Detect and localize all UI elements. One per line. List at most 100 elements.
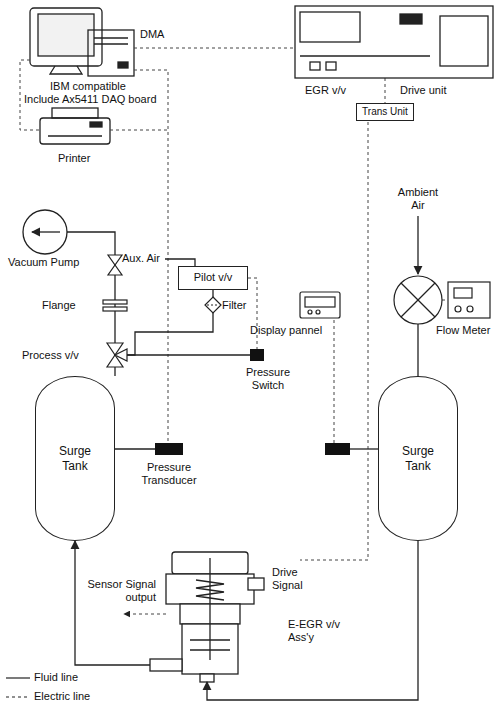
display-panel-part [305,297,335,307]
printer-part [40,118,110,144]
part-label: Aux. Air [122,252,160,265]
legend-samples [6,678,30,697]
electric-lines-part [110,130,168,131]
process-valve-part [115,349,127,361]
part-label: IBM compatible [50,80,126,93]
vacuum-pump-part [23,210,67,254]
sensor-signal-arrow [124,614,166,615]
computer-part [38,14,94,56]
legend-entry: Fluid line [34,671,78,683]
surge-tank: Surge Tank [378,376,458,541]
egr-valve-part [248,578,264,590]
flange-part [103,307,127,311]
legend-text: Electric line [34,690,90,702]
node-label: Surge Tank [53,444,97,473]
part-label: Pressure Switch [240,366,296,392]
flow-meter-part [448,282,490,318]
node-label: Trans Unit [362,106,408,118]
filter-part [205,297,221,313]
flow-meter-part [454,288,472,298]
hand-valve [108,255,122,275]
egr-valve-part [190,640,230,650]
fluid-lines-part [417,216,418,274]
fluid-line [207,541,418,700]
node-label: E-EGR v/v Ass'y [288,618,354,644]
printer-part [48,135,102,136]
egr-valve-part [150,659,182,671]
egr-valve-part [200,674,214,682]
flow-meter-part [455,306,461,312]
electric-lines-part [385,78,386,103]
filter [205,297,221,313]
display-panel-part [316,310,320,314]
fluid-lines-part [127,313,213,355]
drive-unit-part [400,14,422,24]
part-label: Drive Signal [272,566,316,592]
printer [40,108,110,144]
node-label: Pilot v/v [194,271,233,284]
legend-samples-part [6,677,30,678]
printer-part [52,108,98,118]
drive-unit [295,6,493,78]
flange-part [103,300,127,304]
computer-part [118,62,128,68]
flow-meter-part [401,283,435,317]
part-label: Ambient Air [393,186,443,212]
process-valve [107,343,127,367]
computer-part [94,37,128,38]
vacuum-pump [23,210,67,254]
surge-tank: Surge Tank [35,376,115,541]
valve-box: Pilot v/v [178,266,248,290]
hand-valve-part [108,265,122,275]
fluid-lines-part [212,290,213,297]
part-label: Sensor Signal output [84,578,156,604]
sensor-boxes-part [250,349,264,361]
fluid-lines-part [115,448,155,449]
drive-unit-part [310,62,320,70]
egr-valve-assembly: E-EGR v/v Ass'y [150,552,360,682]
computer-part [50,66,82,74]
part-label: Display pannel [250,324,322,337]
computer [30,8,134,76]
flow-meter-part [401,283,435,317]
flow-meter [394,276,490,324]
egr-valve [150,552,264,682]
part-label: Flange [42,299,76,312]
sensor-boxes [155,349,350,455]
electric-lines-part [334,318,335,443]
display-panel-part [300,292,340,318]
computer-part [88,30,134,76]
node-label: Surge Tank [396,444,440,473]
part-label: Vacuum Pump [8,256,79,269]
printer-part [90,122,102,127]
part-label: EGR v/v [305,84,346,97]
electric-lines-part [248,278,257,349]
flange [103,300,127,311]
legend-text: Fluid line [34,671,78,683]
fluid-lines-part [165,259,195,266]
trans-unit-box: Trans Unit [356,103,414,121]
vacuum-pump-part [32,231,60,232]
drive-unit-part [295,6,493,78]
drive-unit-part [300,12,360,42]
sensor-boxes-part [325,443,350,455]
part-label: DMA [140,28,164,41]
drive-unit-part [440,16,488,66]
sensor-boxes-part [155,443,183,455]
filter-part [207,304,219,305]
part-label: Pressure Transducer [136,461,202,487]
legend-samples-part [6,696,30,697]
computer-part [94,43,128,44]
display-panel-part [308,310,312,314]
drive-unit-part [300,55,430,56]
fluid-lines-part [127,354,250,355]
fluid-lines-part [417,324,418,376]
sensor-signal-arrow-part [124,614,166,615]
legend-entry: Electric line [34,690,90,702]
part-label: Drive unit [400,84,446,97]
fluid-lines [67,216,418,449]
flow-meter-part [467,306,473,312]
egr-valve-part [196,580,224,600]
electric-lines-part [442,300,448,301]
